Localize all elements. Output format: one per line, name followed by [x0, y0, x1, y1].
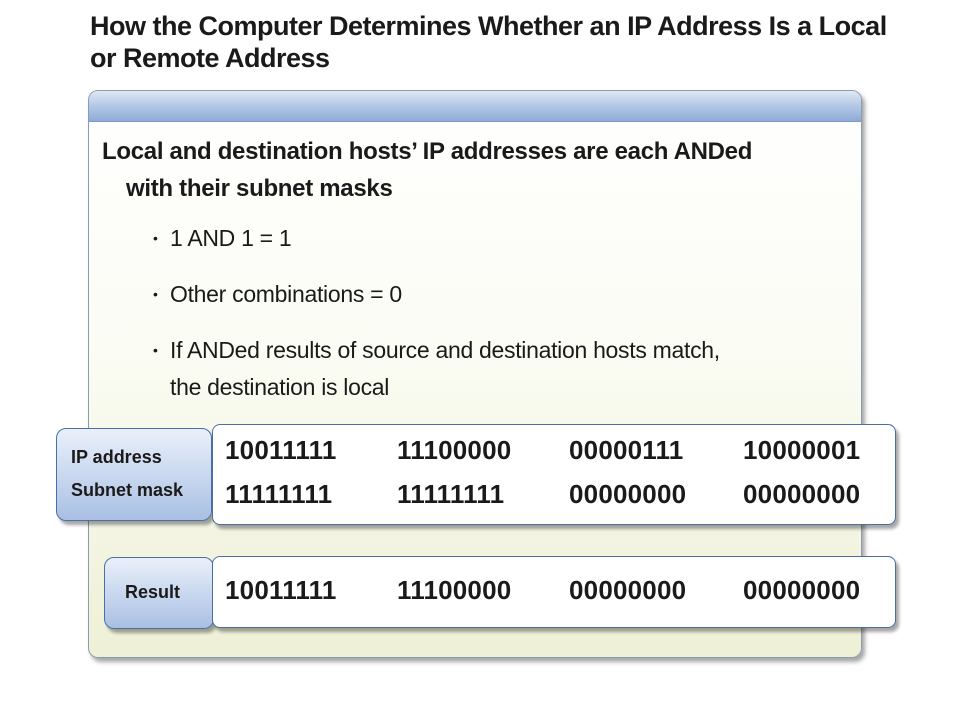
result-octet-3: 00000000 — [569, 575, 687, 605]
main-point-line1: Local and destination hosts’ IP addresse… — [102, 138, 753, 165]
bullet-item: • If ANDed results of source and destina… — [150, 332, 850, 406]
bullet-text: 1 AND 1 = 1 — [170, 225, 292, 251]
result-label-box: Result — [104, 557, 214, 629]
result-label: Result — [125, 582, 181, 602]
mask-octet-1: 11111111 — [225, 479, 333, 509]
main-point-line2: with their subnet masks — [126, 175, 393, 202]
ip-subnet-label-box: IP address Subnet mask — [56, 428, 212, 521]
result-octet-4: 00000000 — [743, 575, 861, 605]
ip-address-label: IP address — [71, 447, 162, 467]
ip-octet-2: 11100000 — [397, 435, 512, 465]
ip-subnet-values-box: 10011111 11100000 00000111 10000001 1111… — [212, 424, 896, 525]
result-octet-1: 10011111 — [225, 575, 337, 605]
subnet-mask-label: Subnet mask — [71, 480, 184, 500]
panel-header-bar — [89, 91, 861, 122]
bullet-item: • Other combinations = 0 — [150, 276, 850, 313]
bullet-icon: • — [153, 286, 158, 302]
page-title: How the Computer Determines Whether an I… — [90, 11, 887, 73]
bullet-icon: • — [153, 342, 158, 358]
result-values-box: 10011111 11100000 00000000 00000000 — [212, 556, 896, 628]
main-point: Local and destination hosts’ IP addresse… — [102, 133, 842, 207]
mask-octet-3: 00000000 — [569, 479, 687, 509]
ip-octet-1: 10011111 — [225, 435, 337, 465]
result-octet-2: 11100000 — [397, 575, 512, 605]
ip-octet-4: 10000001 — [743, 435, 861, 465]
bullet-icon: • — [153, 230, 158, 246]
mask-octet-4: 00000000 — [743, 479, 861, 509]
bullet-item: • 1 AND 1 = 1 — [150, 220, 850, 257]
ip-octet-3: 00000111 — [569, 435, 684, 465]
bullet-text: Other combinations = 0 — [170, 281, 402, 307]
bullet-list: • 1 AND 1 = 1 • Other combinations = 0 •… — [150, 220, 850, 425]
bullet-text-line1: If ANDed results of source and destinati… — [170, 337, 720, 363]
bullet-text-line2: the destination is local — [170, 374, 390, 400]
mask-octet-2: 11111111 — [397, 479, 505, 509]
